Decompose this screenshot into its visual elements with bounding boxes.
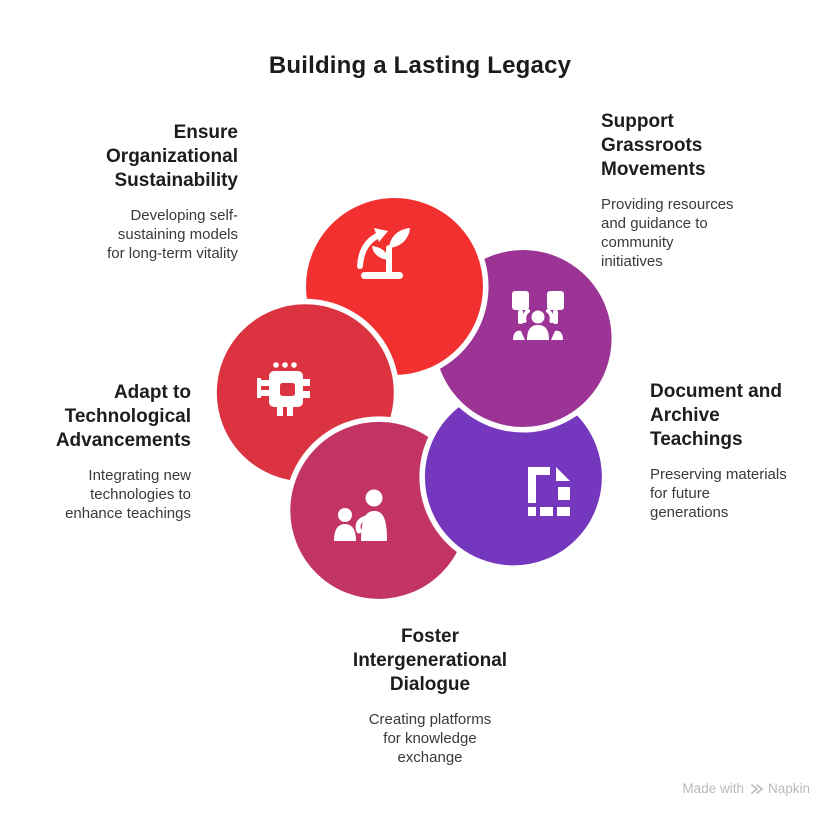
watermark-brand: Napkin bbox=[767, 781, 810, 796]
segment-description: Integrating new technologies to enhance … bbox=[65, 467, 191, 522]
segment-label-grassroots: Support Grassroots Movements Providing r… bbox=[601, 110, 769, 271]
segment-label-technology: Adapt to Technological Advancements Inte… bbox=[13, 381, 191, 523]
segment-heading: Document and Archive Teachings bbox=[650, 381, 782, 450]
segment-heading: Ensure Organizational Sustainability bbox=[106, 122, 238, 191]
segment-label-sustainability: Ensure Organizational Sustainability Dev… bbox=[60, 121, 238, 263]
segment-label-dialogue: Foster Intergenerational Dialogue Creati… bbox=[312, 625, 548, 767]
document-tiles-icon bbox=[528, 467, 570, 516]
segment-description: Developing self- sustaining models for l… bbox=[107, 207, 238, 262]
segment-heading: Adapt to Technological Advancements bbox=[55, 382, 191, 451]
segment-label-archive: Document and Archive Teachings Preservin… bbox=[650, 380, 822, 522]
segment-description: Preserving materials for future generati… bbox=[650, 466, 787, 521]
watermark: Made with Napkin bbox=[682, 781, 810, 796]
protest-banners-icon bbox=[512, 291, 564, 340]
pinwheel-diagram bbox=[213, 195, 615, 602]
segment-description: Creating platforms for knowledge exchang… bbox=[368, 711, 492, 766]
segment-heading: Foster Intergenerational Dialogue bbox=[352, 626, 508, 695]
watermark-prefix: Made with bbox=[682, 781, 744, 796]
segment-heading: Support Grassroots Movements bbox=[601, 111, 706, 180]
napkin-chevrons-icon bbox=[751, 783, 763, 794]
sprout-growth-icon bbox=[357, 228, 410, 279]
segment-description: Providing resources and guidance to comm… bbox=[601, 196, 734, 270]
microchip-icon bbox=[257, 362, 310, 416]
page-title: Building a Lasting Legacy bbox=[268, 52, 572, 79]
people-conversation-icon bbox=[334, 489, 387, 541]
